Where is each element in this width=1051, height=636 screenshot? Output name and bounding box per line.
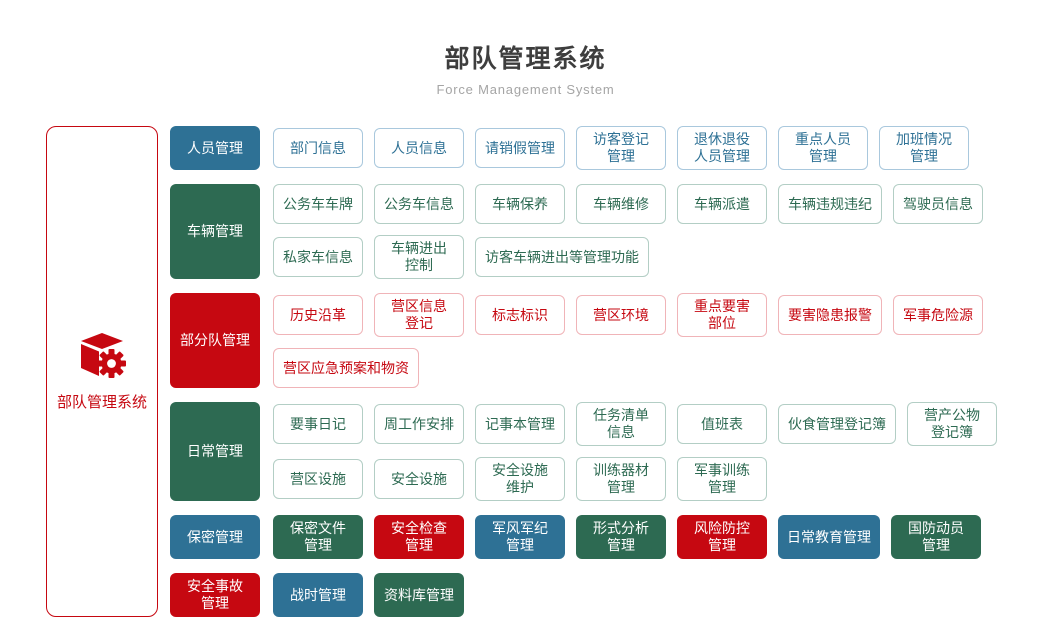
item-line: 要事日记周工作安排记事本管理任务清单 信息值班表伙食管理登记簿营产公物 登记簿 [273, 402, 1005, 446]
item-box: 保密文件 管理 [273, 515, 363, 559]
category-box: 人员管理 [170, 126, 260, 170]
item-box: 日常教育管理 [778, 515, 880, 559]
category-items: 保密文件 管理安全检查 管理军风军纪 管理形式分析 管理风险防控 管理日常教育管… [273, 515, 1005, 559]
item-box: 营区信息 登记 [374, 293, 464, 337]
item-line: 营区应急预案和物资 [273, 348, 1005, 388]
item-box: 重点要害 部位 [677, 293, 767, 337]
item-box: 重点人员 管理 [778, 126, 868, 170]
item-box: 安全设施 维护 [475, 457, 565, 501]
item-box: 部门信息 [273, 128, 363, 168]
diagram-row: 安全事故 管理战时管理资料库管理 [170, 573, 1005, 617]
item-box: 任务清单 信息 [576, 402, 666, 446]
item-box: 人员信息 [374, 128, 464, 168]
item-line: 历史沿革营区信息 登记标志标识营区环境重点要害 部位要害隐患报警军事危险源 [273, 293, 1005, 337]
item-box: 要事日记 [273, 404, 363, 444]
item-box: 加班情况 管理 [879, 126, 969, 170]
item-box: 营区设施 [273, 459, 363, 499]
category-items: 公务车车牌公务车信息车辆保养车辆维修车辆派遣车辆违规违纪驾驶员信息私家车信息车辆… [273, 184, 1005, 279]
root-node-label: 部队管理系统 [56, 394, 147, 411]
page-subtitle: Force Management System [436, 82, 615, 97]
category-box: 部分队管理 [170, 293, 260, 388]
item-box: 请销假管理 [475, 128, 565, 168]
item-box: 车辆违规违纪 [778, 184, 882, 224]
item-box: 值班表 [677, 404, 767, 444]
category-box: 安全事故 管理 [170, 573, 260, 617]
diagram: 部队管理系统 人员管理部门信息人员信息请销假管理访客登记 管理退休退役 人员管理… [46, 126, 1005, 617]
category-items: 要事日记周工作安排记事本管理任务清单 信息值班表伙食管理登记簿营产公物 登记簿营… [273, 402, 1005, 501]
item-box: 安全检查 管理 [374, 515, 464, 559]
item-box: 军事危险源 [893, 295, 983, 335]
page-header: 部队管理系统 Force Management System [0, 0, 1051, 98]
item-line: 部门信息人员信息请销假管理访客登记 管理退休退役 人员管理重点人员 管理加班情况… [273, 126, 1005, 170]
item-box: 周工作安排 [374, 404, 464, 444]
category-box: 车辆管理 [170, 184, 260, 279]
item-box: 车辆派遣 [677, 184, 767, 224]
item-box: 驾驶员信息 [893, 184, 983, 224]
category-items: 历史沿革营区信息 登记标志标识营区环境重点要害 部位要害隐患报警军事危险源营区应… [273, 293, 1005, 388]
item-box: 访客登记 管理 [576, 126, 666, 170]
item-box: 要害隐患报警 [778, 295, 882, 335]
diagram-row: 部分队管理历史沿革营区信息 登记标志标识营区环境重点要害 部位要害隐患报警军事危… [170, 293, 1005, 388]
item-line: 保密文件 管理安全检查 管理军风军纪 管理形式分析 管理风险防控 管理日常教育管… [273, 515, 1005, 559]
item-box: 风险防控 管理 [677, 515, 767, 559]
item-box: 战时管理 [273, 573, 363, 617]
category-items: 战时管理资料库管理 [273, 573, 1005, 617]
item-box: 标志标识 [475, 295, 565, 335]
diagram-row: 保密管理保密文件 管理安全检查 管理军风军纪 管理形式分析 管理风险防控 管理日… [170, 515, 1005, 559]
item-box: 记事本管理 [475, 404, 565, 444]
diagram-row: 人员管理部门信息人员信息请销假管理访客登记 管理退休退役 人员管理重点人员 管理… [170, 126, 1005, 170]
rows-grid: 人员管理部门信息人员信息请销假管理访客登记 管理退休退役 人员管理重点人员 管理… [170, 126, 1005, 617]
item-box: 形式分析 管理 [576, 515, 666, 559]
item-box: 车辆保养 [475, 184, 565, 224]
diagram-row: 车辆管理公务车车牌公务车信息车辆保养车辆维修车辆派遣车辆违规违纪驾驶员信息私家车… [170, 184, 1005, 279]
item-box: 国防动员 管理 [891, 515, 981, 559]
item-box: 安全设施 [374, 459, 464, 499]
cube-gear-icon [78, 331, 126, 379]
page-title: 部队管理系统 [444, 45, 607, 73]
item-line: 公务车车牌公务车信息车辆保养车辆维修车辆派遣车辆违规违纪驾驶员信息 [273, 184, 1005, 224]
item-box: 伙食管理登记簿 [778, 404, 896, 444]
item-box: 训练器材 管理 [576, 457, 666, 501]
item-box: 军风军纪 管理 [475, 515, 565, 559]
item-box: 营区环境 [576, 295, 666, 335]
diagram-row: 日常管理要事日记周工作安排记事本管理任务清单 信息值班表伙食管理登记簿营产公物 … [170, 402, 1005, 501]
item-line: 战时管理资料库管理 [273, 573, 1005, 617]
item-box: 公务车车牌 [273, 184, 363, 224]
item-box: 资料库管理 [374, 573, 464, 617]
item-box: 公务车信息 [374, 184, 464, 224]
item-box: 私家车信息 [273, 237, 363, 277]
item-box: 车辆维修 [576, 184, 666, 224]
item-box: 军事训练 管理 [677, 457, 767, 501]
item-line: 营区设施安全设施安全设施 维护训练器材 管理军事训练 管理 [273, 457, 1005, 501]
item-line: 私家车信息车辆进出 控制访客车辆进出等管理功能 [273, 235, 1005, 279]
category-items: 部门信息人员信息请销假管理访客登记 管理退休退役 人员管理重点人员 管理加班情况… [273, 126, 1005, 170]
category-box: 日常管理 [170, 402, 260, 501]
root-node: 部队管理系统 [46, 126, 158, 617]
item-box: 退休退役 人员管理 [677, 126, 767, 170]
item-box: 历史沿革 [273, 295, 363, 335]
item-box: 访客车辆进出等管理功能 [475, 237, 649, 277]
item-box: 营产公物 登记簿 [907, 402, 997, 446]
item-box: 车辆进出 控制 [374, 235, 464, 279]
item-box: 营区应急预案和物资 [273, 348, 419, 388]
category-box: 保密管理 [170, 515, 260, 559]
